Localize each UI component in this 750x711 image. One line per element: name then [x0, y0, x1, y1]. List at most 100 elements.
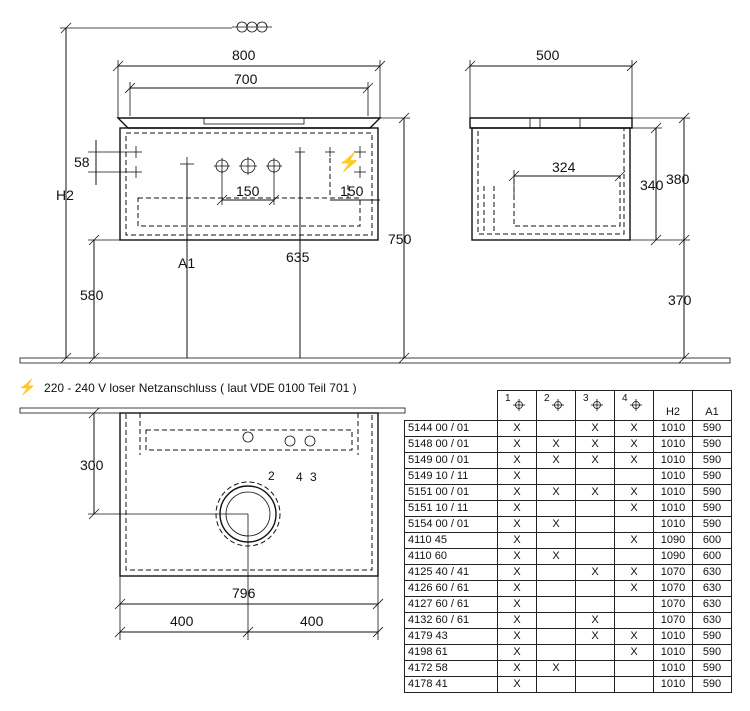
dim-total-width: 800 — [232, 47, 256, 63]
cell-art: 5154 00 / 01 — [404, 516, 498, 533]
cell-h1: X — [497, 484, 537, 501]
cell-art: 4125 40 / 41 — [404, 564, 498, 581]
siphon-icon — [232, 21, 272, 33]
cell-h4: X — [614, 532, 654, 549]
dim-796: 796 — [232, 585, 256, 601]
cell-h2: 1010 — [653, 628, 693, 645]
dim-635: 635 — [286, 249, 310, 265]
cell-h1: X — [497, 628, 537, 645]
cell-a1: 630 — [692, 596, 732, 613]
cell-h2: 1070 — [653, 580, 693, 597]
cell-h3 — [575, 660, 615, 677]
cell-h4 — [614, 468, 654, 485]
cell-h4: X — [614, 628, 654, 645]
dim-inner-324: 324 — [552, 159, 576, 175]
hole-icon — [552, 399, 564, 411]
cell-h3: X — [575, 452, 615, 469]
cell-h4: X — [614, 564, 654, 581]
dim-h2: H2 — [56, 187, 74, 203]
cell-h1: X — [497, 500, 537, 517]
cell-h2x: X — [536, 548, 576, 565]
side-view — [464, 60, 690, 364]
dim-580: 580 — [80, 287, 104, 303]
cell-a1: 590 — [692, 484, 732, 501]
cell-a1: 590 — [692, 500, 732, 517]
cell-h2x — [536, 420, 576, 437]
cell-art: 5151 00 / 01 — [404, 484, 498, 501]
cell-h1: X — [497, 644, 537, 661]
top-view — [88, 407, 384, 640]
header-hole-4: 4 — [614, 390, 654, 421]
cell-h4: X — [614, 500, 654, 517]
cell-h4 — [614, 548, 654, 565]
cell-a1: 590 — [692, 644, 732, 661]
cell-h1: X — [497, 420, 537, 437]
cell-h2: 1010 — [653, 468, 693, 485]
hole-icon — [513, 399, 525, 411]
cell-art: 4178 41 — [404, 676, 498, 693]
dim-offset-58: 58 — [74, 154, 90, 170]
lightning-icon: ⚡ — [338, 151, 360, 173]
front-view — [60, 22, 410, 364]
cell-a1: 590 — [692, 628, 732, 645]
cell-h2x — [536, 500, 576, 517]
table-header-row: 1 2 3 4 H2 A1 — [404, 390, 732, 421]
hole-icon — [630, 399, 642, 411]
dim-340: 340 — [640, 177, 664, 193]
dim-400-left: 400 — [170, 613, 194, 629]
cell-h4 — [614, 660, 654, 677]
cell-h4: X — [614, 420, 654, 437]
cell-h3: X — [575, 628, 615, 645]
cell-h2: 1010 — [653, 420, 693, 437]
cell-h1: X — [497, 548, 537, 565]
cell-art: 5151 10 / 11 — [404, 500, 498, 517]
cell-h2: 1070 — [653, 564, 693, 581]
dim-300: 300 — [80, 457, 104, 473]
cell-art: 5148 00 / 01 — [404, 436, 498, 453]
cell-h2: 1010 — [653, 452, 693, 469]
cell-art: 5149 00 / 01 — [404, 452, 498, 469]
cell-h2: 1010 — [653, 516, 693, 533]
cell-h2: 1010 — [653, 676, 693, 693]
cell-art: 4198 61 — [404, 644, 498, 661]
dim-hole-spacing-right: 150 — [340, 183, 364, 199]
cell-h2x — [536, 564, 576, 581]
cell-a1: 590 — [692, 516, 732, 533]
cell-art: 4126 60 / 61 — [404, 580, 498, 597]
cell-h2x: X — [536, 452, 576, 469]
cell-a1: 630 — [692, 580, 732, 597]
cell-h4: X — [614, 452, 654, 469]
cell-h4 — [614, 596, 654, 613]
cell-h2: 1070 — [653, 596, 693, 613]
cell-h4 — [614, 676, 654, 693]
dim-a1: A1 — [178, 255, 195, 271]
lightning-icon: ⚡ — [18, 379, 37, 396]
cell-h2x — [536, 532, 576, 549]
hole-label-3: 3 — [310, 470, 317, 484]
cell-h1: X — [497, 612, 537, 629]
dim-380: 380 — [666, 171, 690, 187]
cell-h1: X — [497, 564, 537, 581]
header-hole-2: 2 — [536, 390, 576, 421]
cell-h1: X — [497, 660, 537, 677]
cell-h4: X — [614, 436, 654, 453]
cell-h2x — [536, 596, 576, 613]
cell-h2x: X — [536, 436, 576, 453]
cell-h3 — [575, 548, 615, 565]
dim-top-width: 700 — [234, 71, 258, 87]
cell-h1: X — [497, 452, 537, 469]
cell-h3 — [575, 500, 615, 517]
cell-a1: 600 — [692, 548, 732, 565]
cell-h2x — [536, 580, 576, 597]
cell-art: 4172 58 — [404, 660, 498, 677]
cell-art: 5144 00 / 01 — [404, 420, 498, 437]
header-hole-1: 1 — [497, 390, 537, 421]
cell-h2x — [536, 628, 576, 645]
